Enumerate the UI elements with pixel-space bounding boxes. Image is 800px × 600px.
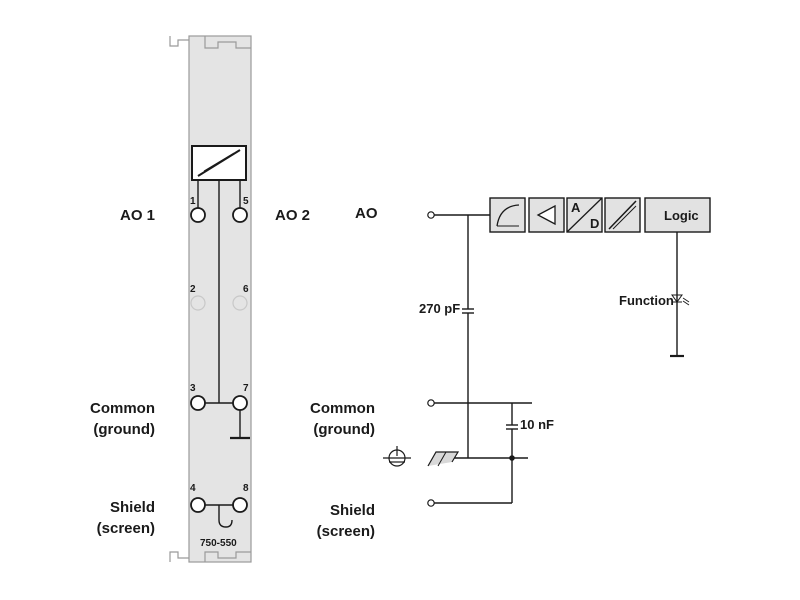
schematic-wiring xyxy=(434,214,532,504)
logic-block: Logic xyxy=(644,197,711,233)
isolation-block xyxy=(604,197,641,233)
protective-earth-icon xyxy=(383,446,411,467)
terminal-1[interactable] xyxy=(190,207,206,223)
capacitor-270pf-label: 270 pF xyxy=(419,301,460,316)
amplifier-block xyxy=(528,197,565,233)
terminal-number-1: 1 xyxy=(190,196,196,207)
adc-d-label: D xyxy=(590,216,599,231)
terminal-8[interactable] xyxy=(232,497,248,513)
label-ao1: AO 1 xyxy=(120,207,155,224)
label-common-left-2: (ground) xyxy=(93,421,155,438)
part-number: 750-550 xyxy=(200,538,237,549)
schematic-terminal-ao xyxy=(427,211,435,219)
adc-a-label: A xyxy=(571,200,581,215)
label-common-right-2: (ground) xyxy=(313,421,375,438)
filter-block xyxy=(489,197,526,233)
schematic-terminal-shield xyxy=(427,499,435,507)
terminal-number-2: 2 xyxy=(190,284,196,295)
din-rail-icon xyxy=(427,451,460,467)
schematic-terminal-common xyxy=(427,399,435,407)
label-common-right-1: Common xyxy=(310,400,375,417)
terminal-6[interactable] xyxy=(232,295,248,311)
function-led-line xyxy=(670,232,684,358)
terminal-number-7: 7 xyxy=(243,383,249,394)
label-shield-left-1: Shield xyxy=(110,499,155,516)
terminal-number-8: 8 xyxy=(243,483,249,494)
terminal-number-4: 4 xyxy=(190,483,196,494)
terminal-number-5: 5 xyxy=(243,196,249,207)
label-common-left-1: Common xyxy=(90,400,155,417)
label-shield-right-2: (screen) xyxy=(317,523,375,540)
terminal-3[interactable] xyxy=(190,395,206,411)
label-shield-left-2: (screen) xyxy=(97,520,155,537)
logic-label: Logic xyxy=(664,208,699,223)
terminal-number-6: 6 xyxy=(243,284,249,295)
function-label: Function xyxy=(619,293,674,308)
module-terminals xyxy=(190,207,250,528)
terminal-number-3: 3 xyxy=(190,383,196,394)
label-ao: AO xyxy=(355,205,378,222)
terminal-4[interactable] xyxy=(190,497,206,513)
terminal-2[interactable] xyxy=(190,295,206,311)
terminal-5[interactable] xyxy=(232,207,248,223)
module-converter-symbol xyxy=(191,145,247,403)
ad-converter-block: A D xyxy=(566,197,603,233)
led-icon xyxy=(682,297,690,306)
label-shield-right-1: Shield xyxy=(330,502,375,519)
capacitor-10nf-label: 10 nF xyxy=(520,417,554,432)
label-ao2: AO 2 xyxy=(275,207,310,224)
terminal-7[interactable] xyxy=(232,395,248,411)
module-housing xyxy=(169,35,252,563)
